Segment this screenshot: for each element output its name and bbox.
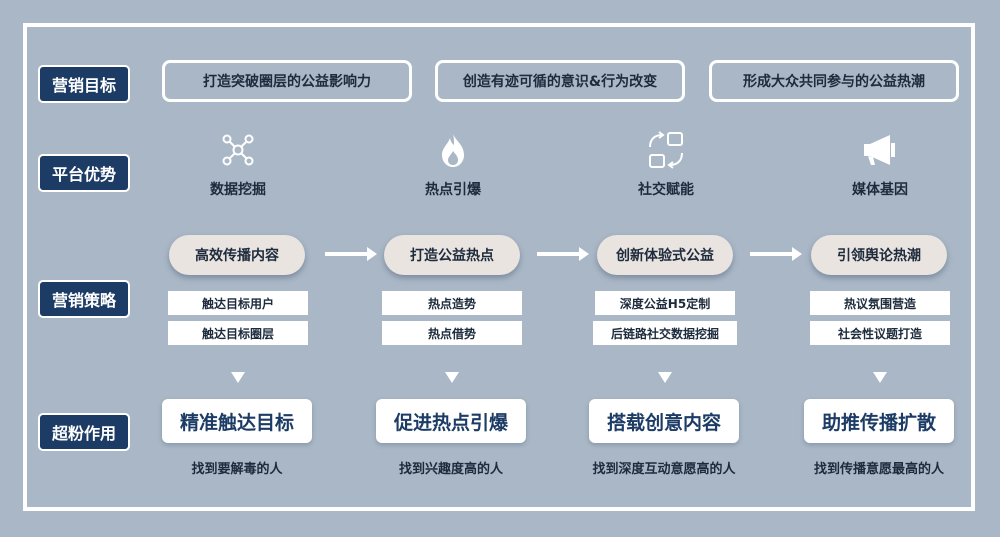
advantage-2: 热点引爆: [383, 131, 523, 199]
advantage-3: 社交赋能: [596, 131, 736, 199]
strategy-item-2-1: 热点造势: [382, 291, 522, 315]
advantage-4: 媒体基因: [810, 131, 950, 199]
flame-icon: [442, 134, 464, 167]
down-triangle-2: [445, 372, 459, 383]
strategy-pill-4: 引领舆论热潮: [811, 235, 947, 275]
strategy-pill-2: 打造公益热点: [384, 235, 520, 275]
advantage-label-4: 媒体基因: [852, 182, 908, 198]
advantage-label-2: 热点引爆: [425, 182, 481, 198]
goal-box-1: 打造突破圈层的公益影响力: [162, 60, 412, 102]
advantage-1: 数据挖掘: [168, 131, 308, 199]
strategy-item-1-1: 触达目标用户: [168, 291, 308, 315]
role-box-2: 促进热点引爆: [376, 399, 526, 443]
role-box-4: 助推传播扩散: [804, 399, 954, 443]
role-desc-1: 找到要解毒的人: [191, 462, 283, 477]
role-box-1: 精准触达目标: [162, 399, 312, 443]
down-triangle-4: [873, 372, 887, 383]
strategy-pill-1: 高效传播内容: [169, 235, 305, 275]
network-icon: [222, 134, 254, 166]
row-label-goal: 营销目标: [38, 65, 130, 103]
strategy-pill-3: 创新体验式公益: [597, 235, 733, 275]
strategy-item-3-1: 深度公益H5定制: [595, 291, 735, 315]
down-triangle-3: [658, 372, 672, 383]
role-desc-2: 找到兴趣度高的人: [398, 462, 503, 477]
flow-arrow-3: [750, 247, 802, 261]
strategy-item-2-2: 热点借势: [382, 321, 522, 345]
role-box-3: 搭载创意内容: [589, 399, 739, 443]
advantage-label-1: 数据挖掘: [210, 182, 266, 198]
row-label-role: 超粉作用: [38, 413, 130, 451]
row-label-strategy: 营销策略: [38, 280, 130, 318]
goal-box-3: 形成大众共同参与的公益热潮: [709, 60, 959, 102]
goal-box-2: 创造有迹可循的意识&行为改变: [435, 60, 685, 102]
role-desc-4: 找到传播意愿最高的人: [813, 462, 944, 477]
strategy-item-1-2: 触达目标圈层: [168, 321, 308, 345]
strategy-item-3-2: 后链路社交数据挖掘: [593, 321, 737, 345]
down-triangle-1: [231, 372, 245, 383]
flow-arrow-1: [325, 247, 377, 261]
outer-frame: [23, 23, 975, 511]
megaphone-icon: [864, 135, 895, 165]
strategy-item-4-2: 社会性议题打造: [810, 321, 950, 345]
role-desc-3: 找到深度互动意愿高的人: [592, 462, 736, 477]
advantage-label-3: 社交赋能: [638, 182, 694, 198]
share-cycle-icon: [649, 131, 683, 169]
row-label-advantage: 平台优势: [38, 154, 130, 192]
strategy-item-4-1: 热议氛围营造: [810, 291, 950, 315]
flow-arrow-2: [537, 247, 589, 261]
